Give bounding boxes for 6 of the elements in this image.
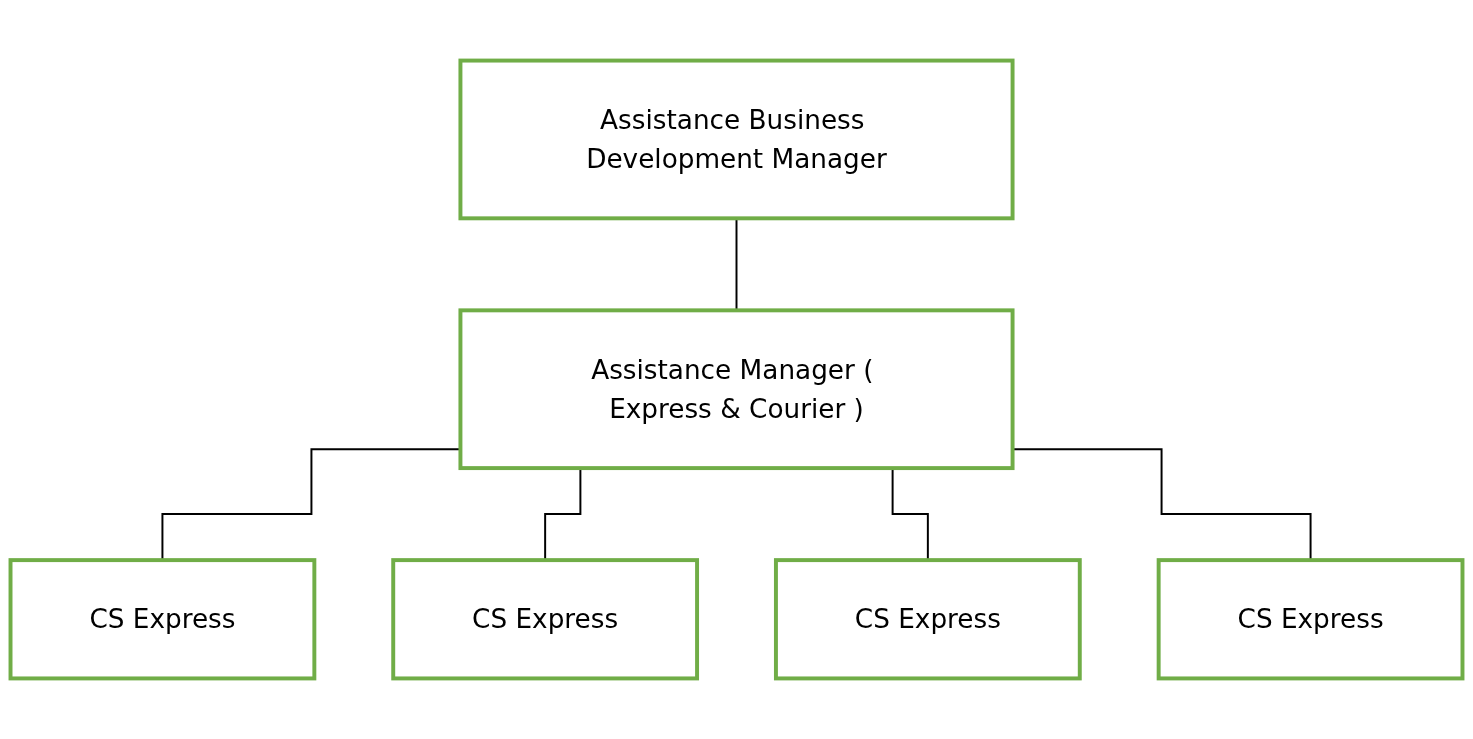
node-box: CS Express [773, 558, 1082, 681]
node-box: Assistance Manager ( Express & Courier ) [458, 308, 1015, 471]
node-box: Assistance Business Development Manager [458, 58, 1015, 221]
node-box: CS Express [8, 558, 317, 681]
node-box: CS Express [1156, 558, 1465, 681]
node-box: CS Express [391, 558, 700, 681]
